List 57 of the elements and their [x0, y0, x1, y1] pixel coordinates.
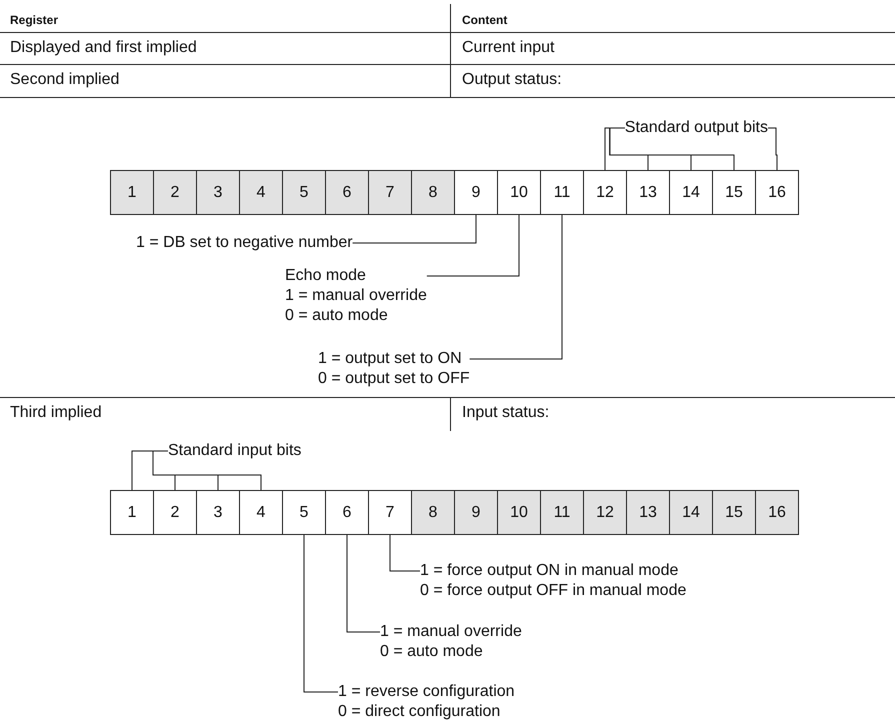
- leader-line: [346, 534, 380, 632]
- bit-description: 1 = DB set to negative number: [136, 233, 353, 253]
- bit-cell: 13: [626, 490, 670, 535]
- bit-cell: 1: [110, 170, 154, 215]
- bit-cell: 2: [153, 170, 197, 215]
- leader-line: [768, 128, 778, 170]
- bit-cell: 4: [239, 490, 283, 535]
- bit-cell: 12: [583, 490, 627, 535]
- table-cell-text: Third implied: [10, 403, 102, 423]
- bit-cell: 8: [411, 490, 455, 535]
- bit-cell: 11: [540, 170, 584, 215]
- leader-line: [352, 214, 476, 244]
- bit-cell: 4: [239, 170, 283, 215]
- bit-cell: 12: [583, 170, 627, 215]
- leader-line: [469, 214, 562, 360]
- bit-cell: 5: [282, 170, 326, 215]
- leader-line: [426, 214, 520, 276]
- table-cell-text: Current input: [462, 38, 554, 58]
- bit-description: 1 = manual override 0 = auto mode: [380, 622, 522, 662]
- bit-cell: 16: [755, 490, 799, 535]
- table-cell-text: Input status:: [462, 403, 550, 423]
- table-cell-text: Output status:: [462, 70, 562, 90]
- bit-cell: 15: [712, 170, 756, 215]
- bit-cell: 3: [196, 490, 240, 535]
- bit-cell: 3: [196, 170, 240, 215]
- table-cell-text: Displayed and first implied: [10, 38, 197, 58]
- bit-cell: 10: [497, 170, 541, 215]
- bit-cell: 13: [626, 170, 670, 215]
- bit-cell: 5: [282, 490, 326, 535]
- bit-cell: 9: [454, 490, 498, 535]
- bit-description: 1 = reverse configuration 0 = direct configuration: [338, 682, 515, 722]
- bit-description: Echo mode 1 = manual override 0 = auto mode: [285, 266, 427, 326]
- column-header: Content: [462, 12, 508, 29]
- leader-line: [390, 534, 420, 572]
- bit-cell: 10: [497, 490, 541, 535]
- group-label: Standard input bits: [168, 441, 302, 461]
- bit-cell: 7: [368, 490, 412, 535]
- bit-description: 1 = force output ON in manual mode 0 = force output OFF in manual mode: [420, 561, 686, 601]
- bit-description: 1 = output set to ON 0 = output set to OFF: [318, 349, 470, 389]
- bit-cell: 14: [669, 170, 713, 215]
- column-header: Register: [10, 12, 58, 29]
- leader-line: [609, 128, 734, 170]
- bit-cell: 8: [411, 170, 455, 215]
- leader-line: [152, 450, 262, 490]
- group-label: Standard output bits: [624, 118, 768, 138]
- bit-cell: 11: [540, 490, 584, 535]
- table-cell-text: Second implied: [10, 70, 120, 90]
- bit-cell: 2: [153, 490, 197, 535]
- bit-cell: 14: [669, 490, 713, 535]
- bit-cell: 6: [325, 170, 369, 215]
- bit-cell: 6: [325, 490, 369, 535]
- bit-cell: 1: [110, 490, 154, 535]
- bit-cell: 16: [755, 170, 799, 215]
- bit-cell: 15: [712, 490, 756, 535]
- bit-cell: 9: [454, 170, 498, 215]
- leader-line: [304, 534, 338, 692]
- bit-cell: 7: [368, 170, 412, 215]
